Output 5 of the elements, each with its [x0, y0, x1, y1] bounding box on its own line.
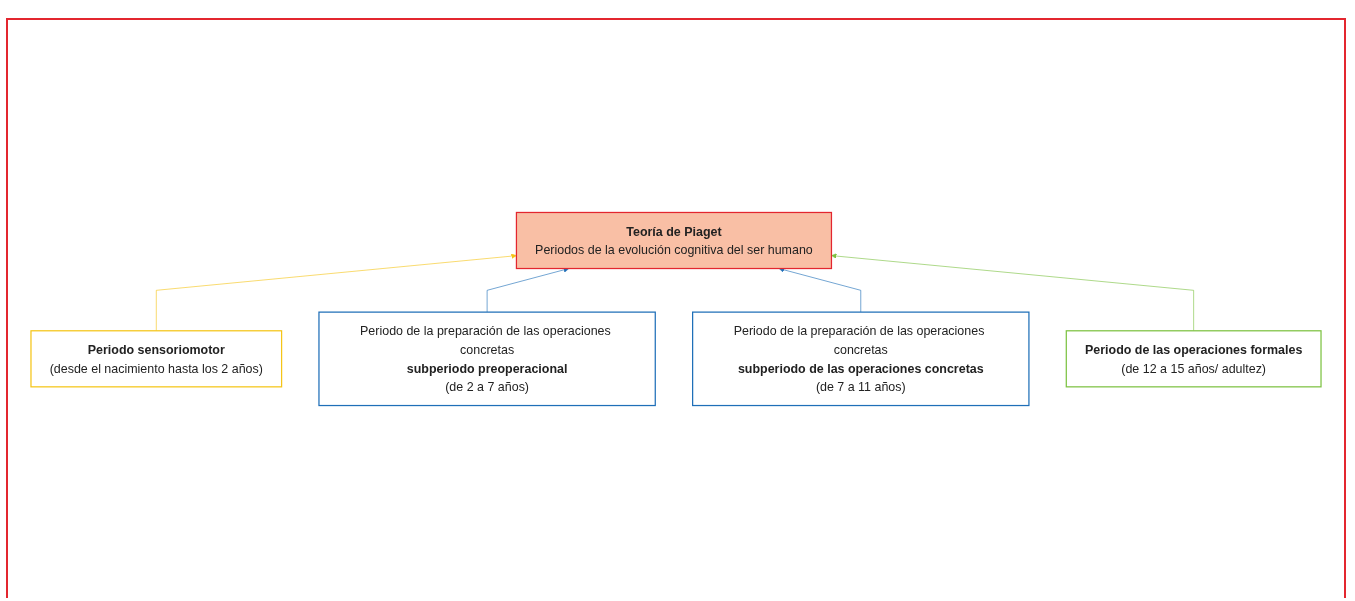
- node-box: Teoría de Piaget Periodos de la evolución cognitiva del ser humano: [515, 211, 833, 270]
- node-box: Periodo de las operaciones formales (de 12 a 15 años/ adultez): [1065, 330, 1322, 388]
- node-box: Periodo de la preparación de las operaciones concretas subperiodo de las operaciones concretas (de 7 a 11 años): [692, 311, 1030, 407]
- node-box: Periodo sensoriomotor (desde el nacimiento hasta los 2 años): [30, 330, 283, 388]
- node-box: Periodo de la preparación de las operaciones concretas subperiodo preoperacional (de 2 a 7 años): [318, 311, 656, 407]
